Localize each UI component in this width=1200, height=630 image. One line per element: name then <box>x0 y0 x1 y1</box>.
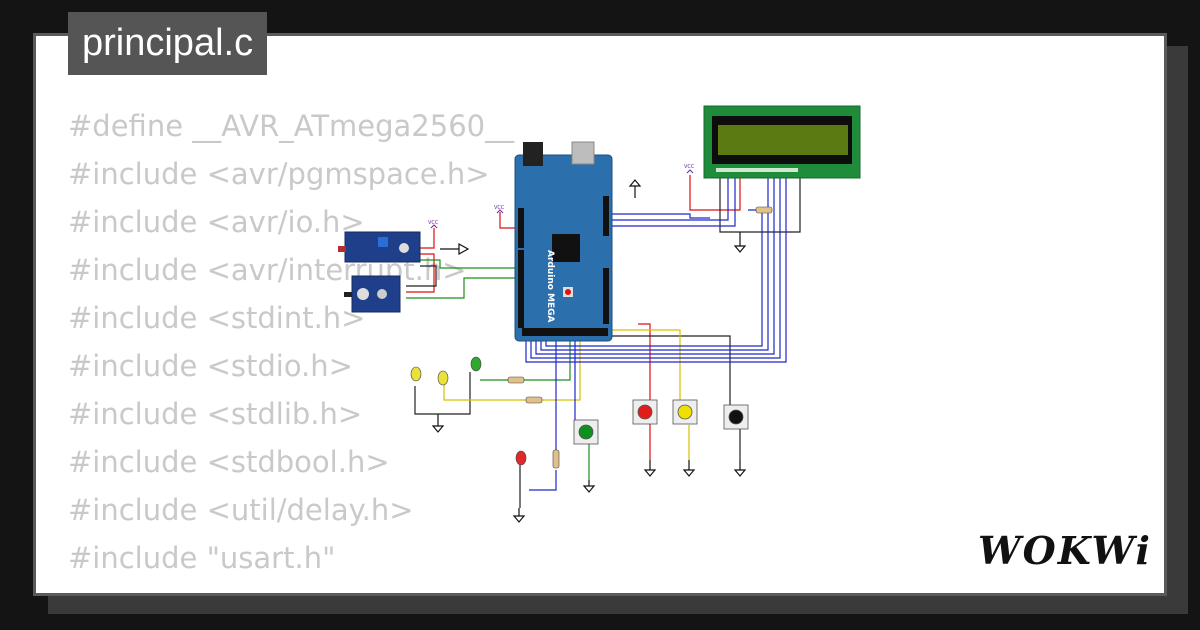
led-yellow[interactable] <box>410 366 422 382</box>
file-title: principal.c <box>68 12 268 75</box>
board-label: Arduino MEGA <box>545 250 555 323</box>
code-line: #include <avr/io.h> <box>68 205 365 239</box>
sensor-module[interactable] <box>344 275 401 313</box>
ground-symbol <box>682 460 696 477</box>
code-line: #include <util/delay.h> <box>68 493 414 527</box>
vcc-label: VCC <box>428 220 439 226</box>
ground-symbol <box>643 460 657 477</box>
led-red[interactable] <box>515 450 527 466</box>
ground-symbol <box>431 414 445 433</box>
code-line: #include <stdbool.h> <box>68 445 390 479</box>
ground-symbol <box>733 460 747 477</box>
code-preview: #define __AVR_ATmega2560__ #include <avr/… <box>68 102 515 593</box>
lcd-display[interactable] <box>703 105 861 179</box>
pushbutton-black[interactable] <box>723 404 749 430</box>
code-line: #include <avr/interrupt.h> <box>68 253 467 287</box>
vcc-label: VCC <box>494 205 505 211</box>
resistor <box>552 449 560 469</box>
ground-symbol <box>512 508 526 523</box>
ground-symbol <box>440 242 470 256</box>
code-line: #include <stdlib.h> <box>68 397 363 431</box>
wokwi-logo: WOKWi <box>978 528 1152 573</box>
code-line: #include "usart.h" <box>68 541 336 575</box>
led-yellow[interactable] <box>437 370 449 386</box>
ground-symbol <box>582 480 596 493</box>
led-green[interactable] <box>470 356 482 372</box>
pushbutton-green[interactable] <box>573 419 599 445</box>
code-line: #include <stdint.h> <box>68 301 366 335</box>
code-line: #include "lcd.h" <box>68 582 514 593</box>
resistor <box>755 206 773 214</box>
arduino-mega-board[interactable]: Arduino MEGA <box>514 141 613 342</box>
sensor-module[interactable] <box>338 231 421 263</box>
resistor <box>525 396 543 404</box>
resistor <box>507 376 525 384</box>
code-line: #define __AVR_ATmega2560__ <box>68 109 515 143</box>
ground-symbol <box>733 232 747 253</box>
ground-symbol <box>628 179 642 198</box>
pushbutton-yellow[interactable] <box>672 399 698 425</box>
pushbutton-red[interactable] <box>632 399 658 425</box>
vcc-label: VCC <box>684 164 695 170</box>
code-line: #include <avr/pgmspace.h> <box>68 157 490 191</box>
code-line: #include <stdio.h> <box>68 349 353 383</box>
